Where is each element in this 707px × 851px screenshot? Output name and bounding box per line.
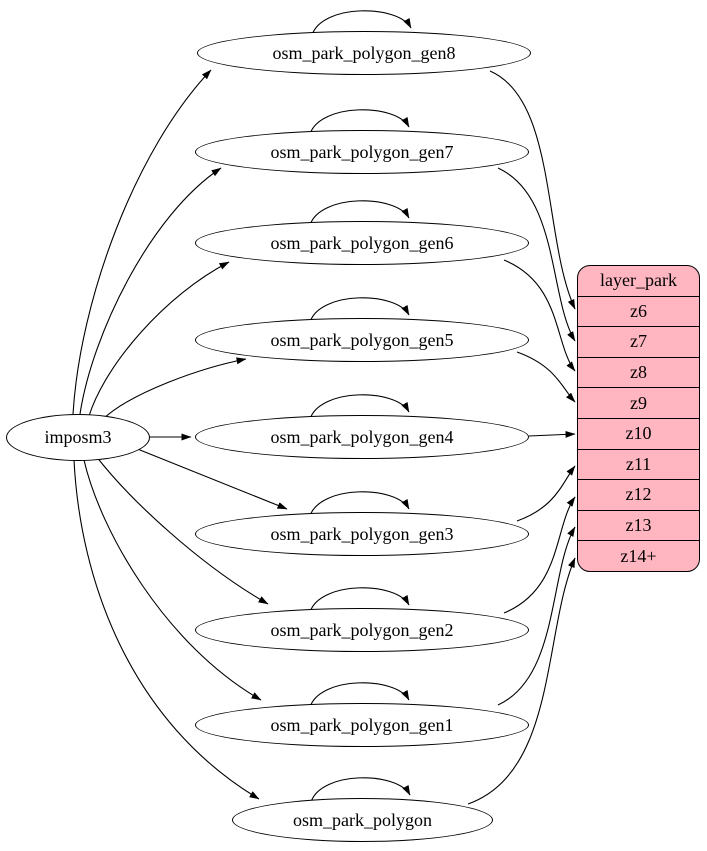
edge-gen2-to-z12 [503,496,576,614]
node-osm-park-polygon-gen3: osm_park_polygon_gen3 [195,512,529,556]
edge-imposm3-to-gen1 [83,459,262,701]
edge-imposm3-to-polygon [73,459,260,800]
self-loop-gen3 [309,491,410,517]
edge-imposm3-to-gen6 [88,261,230,417]
node-label: osm_park_polygon_gen1 [270,714,454,735]
node-label: osm_park_polygon_gen3 [270,523,454,544]
layer-park-title: layer_park [600,270,677,291]
edge-gen5-to-z9 [516,351,576,403]
layer-park-row-z7: z7 [578,326,699,357]
edge-imposm3-to-gen8 [72,69,212,415]
self-loop-gen7 [309,109,410,135]
node-label: osm_park_polygon_gen2 [270,619,454,640]
self-loop-gen2 [309,587,410,613]
edge-imposm3-to-gen2 [95,455,269,605]
node-label: osm_park_polygon_gen7 [270,141,454,162]
node-imposm3-label: imposm3 [44,427,112,447]
node-label: osm_park_polygon [293,809,432,830]
node-label: osm_park_polygon_gen6 [270,232,454,253]
self-loop-gen1 [309,682,410,708]
self-loop-gen8 [311,10,412,36]
layer-park-row-z9: z9 [578,387,699,418]
layer-park-row-z8: z8 [578,356,699,388]
self-loop-polygon [310,777,411,803]
self-loop-gen6 [309,200,410,226]
edge-gen6-to-z8 [503,259,576,372]
edge-imposm3-to-gen3 [134,447,288,510]
node-osm-park-polygon-gen5: osm_park_polygon_gen5 [195,318,529,362]
edge-imposm3-to-gen5 [101,357,247,421]
edge-imposm3-to-gen7 [79,167,222,415]
layer-park-row-z12: z12 [578,479,699,510]
node-osm-park-polygon-gen7: osm_park_polygon_gen7 [195,130,529,174]
layer-park-row-z14plus: z14+ [578,540,699,571]
node-label: osm_park_polygon_gen4 [270,426,454,447]
edge-gen8-to-z6 [489,70,576,310]
node-osm-park-polygon-gen4: osm_park_polygon_gen4 [195,415,529,459]
self-loop-gen5 [309,297,410,323]
node-osm-park-polygon-gen8: osm_park_polygon_gen8 [197,31,531,75]
node-osm-park-polygon-gen2: osm_park_polygon_gen2 [195,608,529,652]
edge-polygon-to-z14 [467,557,576,805]
node-osm-park-polygon: osm_park_polygon [232,798,493,842]
edge-gen4-to-z10 [528,430,576,438]
layer-park-row-z6: z6 [578,295,699,327]
layer-park-row-z10: z10 [578,417,699,449]
node-label: osm_park_polygon_gen5 [270,329,454,350]
node-layer-park: layer_park z6 z7 z8 z9 z10 z11 z12 z13 z… [577,265,700,572]
edge-gen3-to-z11 [516,465,576,522]
edge-gen7-to-z7 [497,167,576,342]
node-osm-park-polygon-gen1: osm_park_polygon_gen1 [195,703,529,747]
node-imposm3: imposm3 [6,414,150,461]
layer-park-row-z13: z13 [578,509,699,541]
layer-park-row-z11: z11 [578,448,699,480]
edge-gen1-to-z13 [497,526,576,706]
node-osm-park-polygon-gen6: osm_park_polygon_gen6 [195,221,529,265]
self-loop-gen4 [309,394,410,420]
node-label: osm_park_polygon_gen8 [272,42,456,63]
